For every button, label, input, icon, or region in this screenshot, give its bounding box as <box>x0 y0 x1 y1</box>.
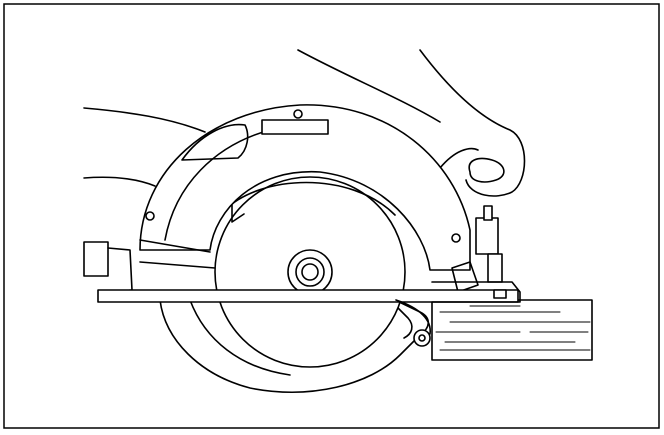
operator-hand-rear <box>83 107 206 187</box>
arbor-nut <box>287 249 333 295</box>
screw-icon <box>293 109 303 119</box>
guard-pivot <box>395 299 431 347</box>
rear-knob <box>83 241 133 293</box>
operator-hand-front <box>297 49 526 197</box>
depth-adjust-knob <box>451 205 503 293</box>
base-plate <box>97 281 521 303</box>
label-plate <box>261 119 329 135</box>
wood-board <box>431 299 593 361</box>
screw-icon <box>145 211 155 221</box>
screw-icon <box>451 233 461 243</box>
figure-border <box>3 3 660 429</box>
upper-blade-guard <box>139 104 471 271</box>
